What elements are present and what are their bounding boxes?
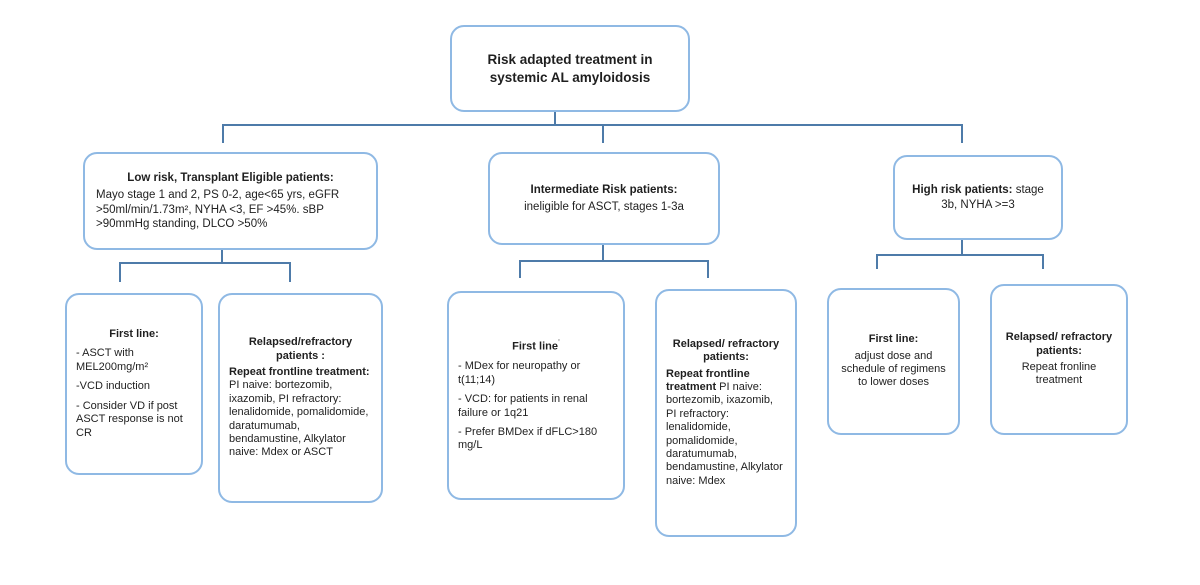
mid-relapsed-rest: PI naive: bortezomib, ixazomib, PI refra…: [666, 380, 783, 487]
connector-high-drop-left: [876, 254, 878, 269]
mid-first-line-item: - Prefer BMDex if dFLC>180 mg/L: [458, 425, 598, 452]
connector-high-stem: [961, 240, 963, 256]
high-first-line-text: adjust dose and schedule of regimens to …: [841, 349, 946, 389]
intermediate-risk-heading: Intermediate Risk patients:: [530, 183, 678, 196]
low-relapsed-heading: Relapsed/refractory patients :: [248, 336, 353, 362]
mid-relapsed-heading: Relapsed/ refractory patients:: [672, 337, 780, 364]
connector-top-horizontal: [222, 124, 963, 126]
high-relapsed-text: Repeat fronline treatment: [1021, 361, 1097, 387]
low-first-line-item: - Consider VD if post ASCT response is n…: [76, 399, 183, 439]
low-relapsed-bold-lead: Repeat frontline treatment:: [229, 365, 370, 378]
connector-top-drop-left: [222, 124, 224, 143]
mid-first-line-item: - VCD: for patients in renal failure or …: [458, 393, 588, 419]
low-first-line-box: First line: - ASCT with MEL200mg/m² -VCD…: [65, 293, 203, 475]
connector-top-drop-middle: [602, 124, 604, 143]
connector-mid-drop-right: [707, 260, 709, 278]
low-first-line-item: - ASCT with MEL200mg/m²: [76, 347, 149, 373]
low-risk-criteria: Mayo stage 1 and 2, PS 0-2, age<65 yrs, …: [96, 189, 340, 230]
mid-first-line-item: - MDex for neuropathy or t(11;14): [458, 360, 581, 386]
mid-first-line-heading-text: First line: [512, 340, 558, 353]
high-relapsed-box: Relapsed/ refractory patients: Repeat fr…: [990, 284, 1128, 435]
intermediate-risk-box: Intermediate Risk patients: ineligible f…: [488, 152, 720, 245]
footnote-mark: ': [557, 338, 560, 348]
connector-low-stem: [221, 250, 223, 264]
high-relapsed-heading: Relapsed/ refractory patients:: [1005, 331, 1113, 357]
high-risk-heading: High risk patients:: [912, 184, 1013, 197]
connector-mid-stem: [602, 245, 604, 262]
connector-low-drop-left: [119, 262, 121, 282]
low-risk-box: Low risk, Transplant Eligible patients: …: [83, 152, 378, 250]
low-risk-heading: Low risk, Transplant Eligible patients:: [127, 172, 334, 185]
high-risk-criteria: stage 3b, NYHA >=3: [941, 184, 1044, 211]
low-relapsed-box: Relapsed/refractory patients : Repeat fr…: [218, 293, 383, 503]
high-risk-box: High risk patients: stage 3b, NYHA >=3: [893, 155, 1063, 240]
high-first-line-box: First line: adjust dose and schedule of …: [827, 288, 960, 435]
connector-mid-horizontal: [519, 260, 709, 262]
low-first-line-heading: First line:: [109, 328, 159, 341]
connector-high-drop-right: [1042, 254, 1044, 269]
mid-relapsed-bold-lead: Repeat frontline treatment: [666, 367, 750, 393]
high-risk-text: High risk patients: stage 3b, NYHA >=3: [904, 183, 1052, 211]
connector-high-horizontal: [876, 254, 1044, 256]
connector-root-stem: [554, 111, 556, 125]
low-relapsed-rest: PI naive: bortezomib, ixazomib, PI refra…: [229, 379, 369, 459]
low-relapsed-text: Repeat frontline treatment: PI naive: bo…: [229, 366, 372, 460]
root-title: Risk adapted treatment in systemic AL am…: [487, 51, 653, 85]
mid-first-line-heading: First line': [458, 338, 614, 354]
low-first-line-item: -VCD induction: [76, 380, 150, 393]
mid-relapsed-box: Relapsed/ refractory patients: Repeat fr…: [655, 289, 797, 537]
connector-mid-drop-left: [519, 260, 521, 278]
connector-low-horizontal: [119, 262, 291, 264]
connector-top-drop-right: [961, 124, 963, 143]
high-first-line-heading: First line:: [868, 333, 919, 346]
mid-relapsed-text: Repeat frontline treatment PI naive: bor…: [666, 368, 786, 489]
connector-low-drop-right: [289, 262, 291, 282]
root-box: Risk adapted treatment in systemic AL am…: [450, 25, 690, 112]
mid-first-line-box: First line' - MDex for neuropathy or t(1…: [447, 291, 625, 500]
intermediate-risk-criteria: ineligible for ASCT, stages 1-3a: [524, 201, 684, 213]
